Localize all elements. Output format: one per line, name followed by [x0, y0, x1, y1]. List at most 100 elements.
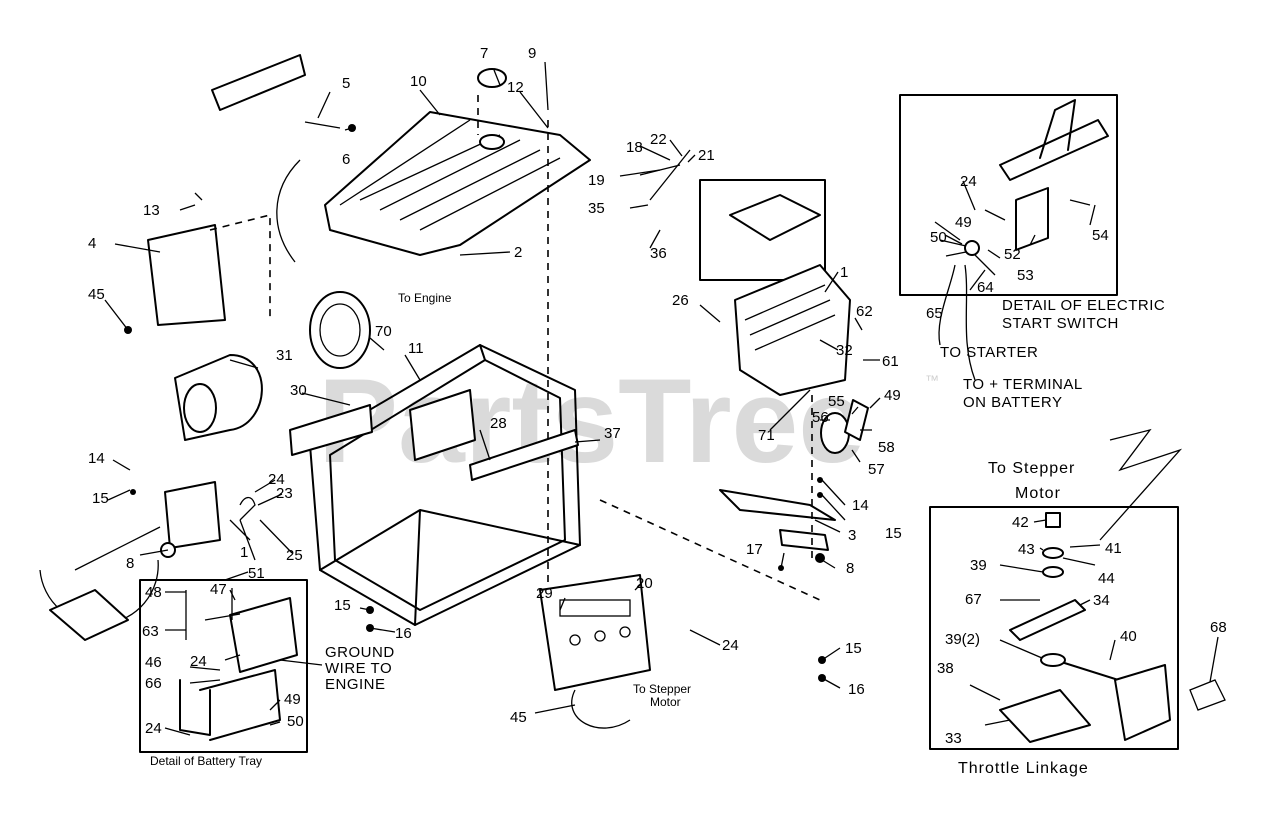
frame-bracket-28: [409, 389, 476, 461]
callout: 16: [395, 625, 412, 642]
panel-display: [559, 599, 631, 617]
callout: 70: [375, 323, 392, 340]
callout: 49: [884, 387, 901, 404]
leader-lines-left: [104, 61, 601, 461]
throttle-box: [929, 506, 1179, 750]
callout: 3: [848, 527, 856, 544]
leader-lines-throttle: [984, 519, 1219, 726]
callout: 15: [334, 597, 351, 614]
callout: 48: [145, 584, 162, 601]
panel-4: [147, 224, 226, 326]
caption-to-stepper-small-1: To Stepper: [633, 682, 691, 696]
callout: 15: [845, 640, 862, 657]
callout: 34: [1093, 592, 1110, 609]
fastener-15-mid: [817, 492, 823, 498]
callout: 71: [758, 427, 775, 444]
callout: 68: [1210, 619, 1227, 636]
engine-guides: [599, 395, 821, 601]
callout: 46: [145, 654, 162, 671]
detail-circle-part: [49, 589, 129, 641]
callout: 64: [977, 279, 994, 296]
switch-bracket: [1015, 187, 1049, 251]
starter-wires: [938, 264, 976, 381]
caption-ground-2: WIRE TO: [325, 660, 392, 677]
callout: 17: [746, 541, 763, 558]
callout: 15: [885, 525, 902, 542]
callout: 42: [1012, 514, 1029, 531]
watermark-trademark: ™: [925, 372, 939, 388]
callout: 45: [510, 709, 527, 726]
callout: 33: [945, 730, 962, 747]
caption-to-stepper-2: Motor: [1015, 485, 1061, 502]
fuel-neck: [479, 134, 505, 150]
callout: 8: [846, 560, 854, 577]
callout: 20: [636, 575, 653, 592]
caption-to-stepper-small-2: Motor: [650, 695, 681, 709]
fastener-14-right: [817, 477, 823, 483]
callout: 61: [882, 353, 899, 370]
callout: 57: [868, 461, 885, 478]
callout: 16: [848, 681, 865, 698]
throttle-screw-38: [969, 684, 1001, 701]
callout: 4: [88, 235, 96, 252]
callout: 52: [1004, 246, 1021, 263]
engine-mount-3: [719, 489, 836, 521]
panel-wire-45: [571, 689, 631, 729]
callout: 49: [955, 214, 972, 231]
callout: 65: [926, 305, 943, 322]
rod-lower-left: [74, 526, 161, 571]
callout: 47: [210, 581, 227, 598]
stepper-motor-lead: [1099, 428, 1183, 541]
fastener-15-left: [130, 489, 136, 495]
callout: 36: [650, 245, 667, 262]
callout: 63: [142, 623, 159, 640]
callout: 35: [588, 200, 605, 217]
frame-rails: [319, 344, 581, 626]
caption-to-starter: TO STARTER: [940, 344, 1038, 361]
callout: 50: [930, 229, 947, 246]
callout: 14: [852, 497, 869, 514]
callout: 56: [812, 409, 829, 426]
callout: 44: [1098, 570, 1115, 587]
callout: 19: [588, 172, 605, 189]
leader-lines-battery: [164, 589, 323, 736]
callout: 24: [190, 653, 207, 670]
caption-detail-electric-2: START SWITCH: [1002, 315, 1119, 332]
throttle-washer-43: [1042, 547, 1064, 559]
callout: 14: [88, 450, 105, 467]
caption-ground-3: ENGINE: [325, 676, 386, 693]
panel-guide: [209, 213, 271, 320]
bolt-5: [304, 121, 341, 129]
engine-fins: [744, 284, 836, 351]
throttle-lever: [1009, 599, 1086, 641]
callout: 25: [286, 547, 303, 564]
callout: 18: [626, 139, 643, 156]
throttle-carb-cover: [1114, 664, 1171, 741]
battery-tray-box: [139, 579, 308, 753]
callout: 15: [92, 490, 109, 507]
callout: 39(2): [945, 631, 980, 648]
callout: 24: [268, 471, 285, 488]
caption-detail-electric-1: DETAIL OF ELECTRIC: [1002, 297, 1165, 314]
callout: 13: [143, 202, 160, 219]
callout: 7: [480, 45, 488, 62]
callout: 2: [514, 244, 522, 261]
callout: 9: [528, 45, 536, 62]
callout: 12: [507, 79, 524, 96]
detail-electric-start-switch: [899, 94, 1118, 296]
callout: 26: [672, 292, 689, 309]
caption-battery-tray: Detail of Battery Tray: [150, 754, 262, 768]
callout: 50: [287, 713, 304, 730]
electric-handle-tube: [999, 99, 1109, 181]
engine-1: [734, 264, 851, 396]
fuel-line: [276, 159, 301, 263]
panel-knob-a: [569, 634, 581, 646]
callout: 38: [937, 660, 954, 677]
throttle-plate-33: [999, 689, 1091, 743]
callout: 29: [536, 585, 553, 602]
blower-inner: [319, 303, 361, 357]
callout: 21: [698, 147, 715, 164]
callout: 6: [342, 151, 350, 168]
